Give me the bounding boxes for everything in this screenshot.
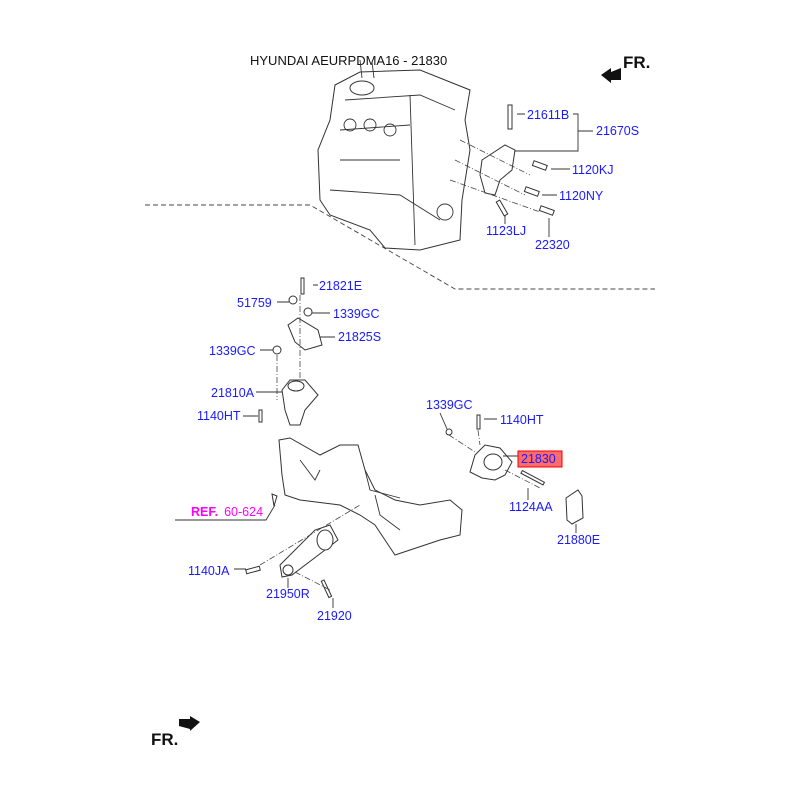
part-label-21880E[interactable]: 21880E (557, 533, 600, 547)
front-marker-bottom: FR. (151, 730, 178, 749)
part-label-51759[interactable]: 51759 (237, 296, 272, 310)
part-label-1120KJ[interactable]: 1120KJ (572, 163, 613, 177)
part-label-21950R[interactable]: 21950R (266, 587, 310, 601)
reference-link[interactable]: REF. 60-624 (191, 503, 263, 520)
left-mount-illustration (258, 277, 323, 426)
engine-block-illustration (317, 59, 471, 251)
part-label-21810A[interactable]: 21810A (211, 386, 255, 400)
part-label-1124AA[interactable]: 1124AA (509, 500, 553, 514)
part-label-1140HT[interactable]: 1140HT (197, 409, 241, 423)
part-label-1339GC[interactable]: 1339GC (333, 307, 380, 321)
front-direction-arrow-icon (601, 68, 621, 83)
part-label-1123LJ[interactable]: 1123LJ (486, 224, 526, 238)
part-label-21670S[interactable]: 21670S (596, 124, 639, 138)
part-label-21821E[interactable]: 21821E (319, 279, 362, 293)
subframe-illustration (271, 437, 463, 556)
reference-number: 60-624 (224, 505, 263, 519)
part-label-21920[interactable]: 21920 (317, 609, 352, 623)
highlight-box (517, 450, 563, 468)
diagram-title: HYUNDAI AEURPDMA16 - 21830 (250, 53, 447, 68)
front-marker-top: FR. (623, 53, 650, 72)
reference-prefix: REF. (191, 505, 218, 519)
part-label-1140JA[interactable]: 1140JA (188, 564, 230, 578)
part-label-1140HT[interactable]: 1140HT (500, 413, 544, 427)
bracket-21670S-illustration (449, 104, 555, 217)
part-label-1339GC[interactable]: 1339GC (426, 398, 473, 412)
part-label-21830[interactable]: 21830 (521, 452, 556, 466)
mount-21830-illustration (445, 414, 584, 525)
part-label-1339GC[interactable]: 1339GC (209, 344, 256, 358)
part-label-21825S[interactable]: 21825S (338, 330, 381, 344)
part-label-22320[interactable]: 22320 (535, 238, 570, 252)
front-direction-arrow-icon (179, 716, 200, 731)
roll-rod-illustration (245, 504, 361, 599)
part-label-1120NY[interactable]: 1120NY (559, 189, 604, 203)
part-label-21611B[interactable]: 21611B (527, 108, 569, 122)
section-divider (145, 204, 655, 290)
